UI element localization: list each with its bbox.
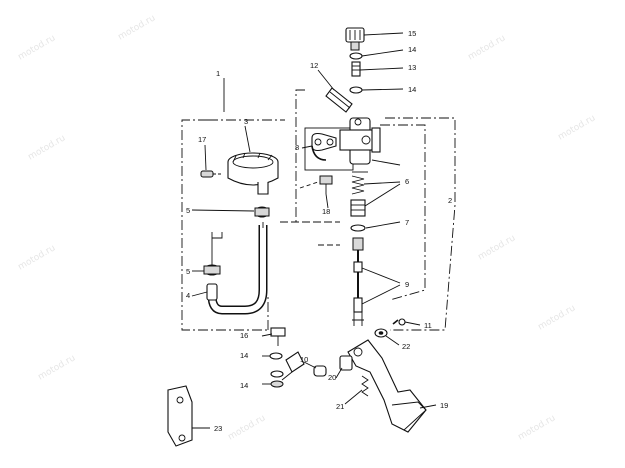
return-spring-21 (361, 375, 369, 397)
callout-18: 18 (322, 207, 330, 216)
callout-7: 7 (405, 218, 409, 227)
svg-text:motod.ru: motod.ru (17, 33, 58, 62)
washer-14-top (349, 52, 363, 60)
callout-3: 3 (244, 117, 248, 126)
svg-text:motod.ru: motod.ru (557, 113, 598, 142)
washer-14-left-lower (270, 370, 284, 388)
bushing-10 (313, 365, 327, 377)
callout-17: 17 (198, 135, 206, 144)
pivot-20 (339, 355, 353, 371)
union-pipe-12 (325, 87, 353, 113)
guard-plate-23 (167, 385, 193, 447)
callout-14-top: 14 (408, 45, 416, 54)
reservoir-tank (227, 152, 279, 195)
svg-text:motod.ru: motod.ru (537, 303, 578, 332)
callout-5-upper: 5 (186, 206, 190, 215)
callout-13: 13 (408, 63, 416, 72)
callout-12: 12 (310, 61, 318, 70)
clevis-pin-22 (374, 328, 388, 338)
svg-text:motod.ru: motod.ru (27, 133, 68, 162)
watermark-layer: motod.ru motod.ru motod.ru motod.ru moto… (17, 13, 598, 442)
callout-5-lower: 5 (186, 267, 190, 276)
hose-clamp-upper (254, 206, 270, 218)
callout-14-left-lower: 14 (240, 381, 248, 390)
assembly-outline-1 (181, 78, 340, 331)
hose-clamp-lower (203, 264, 221, 276)
callout-22: 22 (402, 342, 410, 351)
callout-11: 11 (424, 321, 432, 330)
washer-14-left-upper (269, 352, 283, 360)
callout-6: 6 (405, 177, 409, 186)
callout-23: 23 (214, 424, 222, 433)
assembly-outline-2 (295, 89, 456, 331)
callout-labels: 1 2 3 4 5 5 6 7 8 9 10 11 12 13 14 14 14… (186, 29, 452, 433)
reservoir-hose (207, 222, 268, 315)
callout-10: 10 (300, 355, 308, 364)
svg-text:motod.ru: motod.ru (227, 413, 268, 442)
svg-text:motod.ru: motod.ru (477, 233, 518, 262)
callout-14-mid: 14 (408, 85, 416, 94)
svg-text:motod.ru: motod.ru (37, 353, 78, 382)
banjo-bolt-16 (270, 327, 286, 346)
reservoir-screw (200, 170, 222, 178)
callout-19: 19 (440, 401, 448, 410)
callout-4: 4 (186, 291, 190, 300)
circlip-7 (350, 224, 366, 232)
piston-spring-6 (350, 175, 366, 217)
svg-text:motod.ru: motod.ru (467, 33, 508, 62)
callout-9: 9 (405, 280, 409, 289)
bolt-18 (319, 175, 333, 194)
callout-16: 16 (240, 331, 248, 340)
leader-lines (191, 32, 437, 429)
bolt-13 (351, 61, 361, 77)
svg-text:motod.ru: motod.ru (517, 413, 558, 442)
callout-14-left-upper: 14 (240, 351, 248, 360)
bracket-8 (311, 132, 337, 161)
callout-1: 1 (216, 69, 220, 78)
callout-21: 21 (336, 402, 344, 411)
cotter-pin-11 (392, 318, 406, 326)
master-cylinder-body (339, 117, 381, 173)
push-rod-9 (352, 237, 364, 326)
brake-pedal-19 (347, 339, 427, 433)
banjo-fitting (281, 351, 305, 381)
callout-20: 20 (328, 373, 336, 382)
svg-text:motod.ru: motod.ru (117, 13, 158, 42)
callout-15: 15 (408, 29, 416, 38)
svg-text:motod.ru: motod.ru (17, 243, 58, 272)
callout-8: 8 (295, 143, 299, 152)
callout-2: 2 (448, 196, 452, 205)
hose-fitting-4 (206, 283, 218, 301)
reservoir-cap-15 (345, 27, 365, 51)
washer-14-lower (349, 86, 363, 94)
